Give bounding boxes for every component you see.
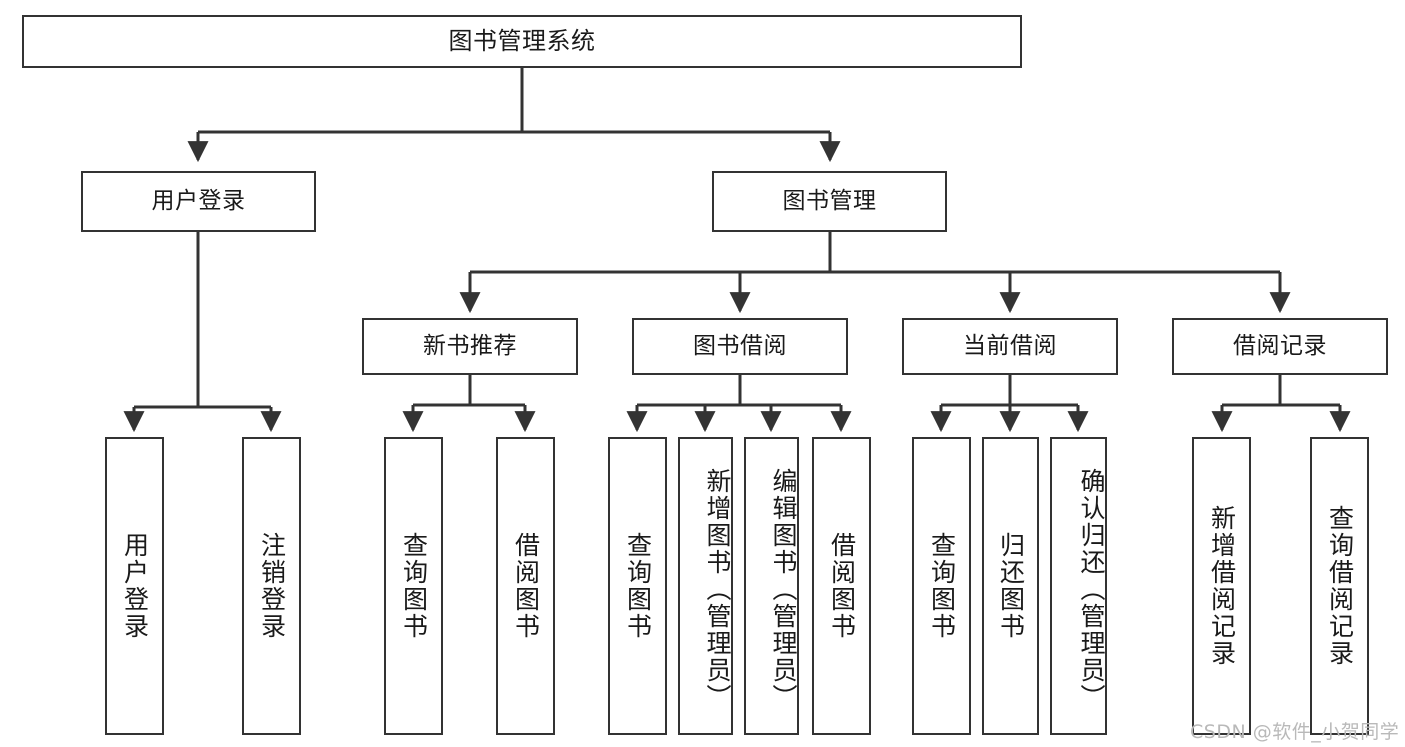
csdn-watermark: CSDN @软件_小贺同学 (1190, 721, 1400, 743)
leaf-query-book-current[interactable]: 查询图书 (912, 437, 971, 735)
leaf-return-book[interactable]: 归还图书 (982, 437, 1039, 735)
leaf-borrow-book-recommend[interactable]: 借阅图书 (496, 437, 555, 735)
leaf-borrow-book-borrow[interactable]: 借阅图书 (812, 437, 871, 735)
node-new-book-recommend[interactable]: 新书推荐 (362, 318, 578, 375)
leaf-add-borrow-record[interactable]: 新增借阅记录 (1192, 437, 1251, 735)
node-book-manage[interactable]: 图书管理 (712, 171, 947, 232)
node-borrow-record[interactable]: 借阅记录 (1172, 318, 1388, 375)
leaf-query-borrow-record[interactable]: 查询借阅记录 (1310, 437, 1369, 735)
leaf-confirm-return-admin[interactable]: 确认归还（管理员） (1050, 437, 1107, 735)
leaf-add-book-admin[interactable]: 新增图书（管理员） (678, 437, 733, 735)
leaf-edit-book-admin[interactable]: 编辑图书（管理员） (744, 437, 799, 735)
node-user-login[interactable]: 用户登录 (81, 171, 316, 232)
leaf-query-book-borrow[interactable]: 查询图书 (608, 437, 667, 735)
node-root[interactable]: 图书管理系统 (22, 15, 1022, 68)
node-current-borrow[interactable]: 当前借阅 (902, 318, 1118, 375)
leaf-logout-login[interactable]: 注销登录 (242, 437, 301, 735)
leaf-query-book-recommend[interactable]: 查询图书 (384, 437, 443, 735)
node-book-borrow[interactable]: 图书借阅 (632, 318, 848, 375)
leaf-user-login[interactable]: 用户登录 (105, 437, 164, 735)
